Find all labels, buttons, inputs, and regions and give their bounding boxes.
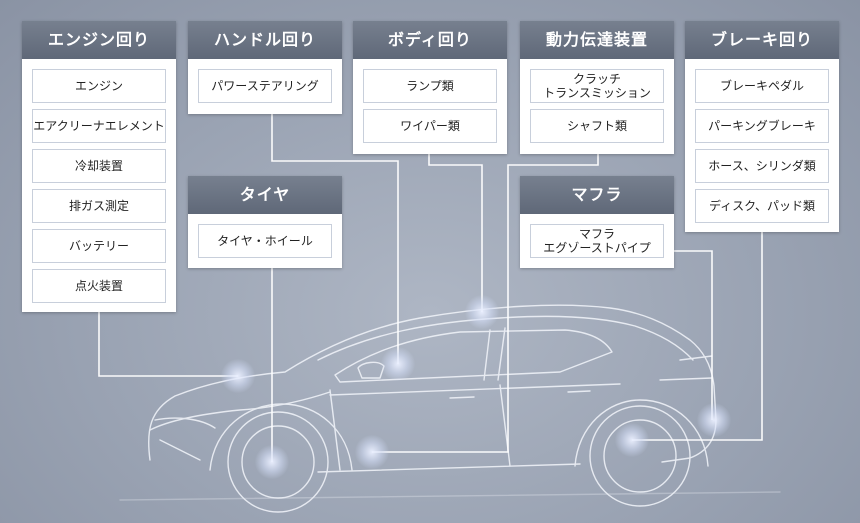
engine-item[interactable]: エンジン: [32, 69, 166, 103]
marker-body: [465, 295, 499, 329]
body-header: ボディ回り: [353, 21, 507, 59]
tire-panel: タイヤ タイヤ・ホイール: [188, 176, 342, 268]
brake-item[interactable]: ホース、シリンダ類: [695, 149, 829, 183]
engine-item[interactable]: バッテリー: [32, 229, 166, 263]
marker-engine: [221, 359, 255, 393]
brake-panel: ブレーキ回り ブレーキペダル パーキングブレーキ ホース、シリンダ類 ディスク、…: [685, 21, 839, 232]
muffler-header: マフラ: [520, 176, 674, 214]
brake-item[interactable]: ディスク、パッド類: [695, 189, 829, 223]
brake-item[interactable]: パーキングブレーキ: [695, 109, 829, 143]
drivetrain-header: 動力伝達装置: [520, 21, 674, 59]
drivetrain-panel: 動力伝達装置 クラッチ トランスミッション シャフト類: [520, 21, 674, 154]
drivetrain-item[interactable]: シャフト類: [530, 109, 664, 143]
marker-muffler: [697, 403, 731, 437]
brake-header: ブレーキ回り: [685, 21, 839, 59]
engine-item[interactable]: 冷却装置: [32, 149, 166, 183]
brake-item[interactable]: ブレーキペダル: [695, 69, 829, 103]
body-item[interactable]: ランプ類: [363, 69, 497, 103]
handle-header: ハンドル回り: [188, 21, 342, 59]
handle-item[interactable]: パワーステアリング: [198, 69, 332, 103]
muffler-item[interactable]: マフラ エグゾーストパイプ: [530, 224, 664, 258]
handle-panel: ハンドル回り パワーステアリング: [188, 21, 342, 114]
tire-header: タイヤ: [188, 176, 342, 214]
body-item[interactable]: ワイパー類: [363, 109, 497, 143]
engine-panel: エンジン回り エンジン エアクリーナエレメント 冷却装置 排ガス測定 バッテリー…: [22, 21, 176, 312]
marker-drivetrain: [355, 435, 389, 469]
marker-tire: [255, 445, 289, 479]
engine-item[interactable]: エアクリーナエレメント: [32, 109, 166, 143]
engine-item[interactable]: 点火装置: [32, 269, 166, 303]
marker-handle: [381, 347, 415, 381]
muffler-panel: マフラ マフラ エグゾーストパイプ: [520, 176, 674, 268]
drivetrain-item[interactable]: クラッチ トランスミッション: [530, 69, 664, 103]
marker-brake: [615, 423, 649, 457]
engine-header: エンジン回り: [22, 21, 176, 59]
body-panel: ボディ回り ランプ類 ワイパー類: [353, 21, 507, 154]
engine-item[interactable]: 排ガス測定: [32, 189, 166, 223]
tire-item[interactable]: タイヤ・ホイール: [198, 224, 332, 258]
